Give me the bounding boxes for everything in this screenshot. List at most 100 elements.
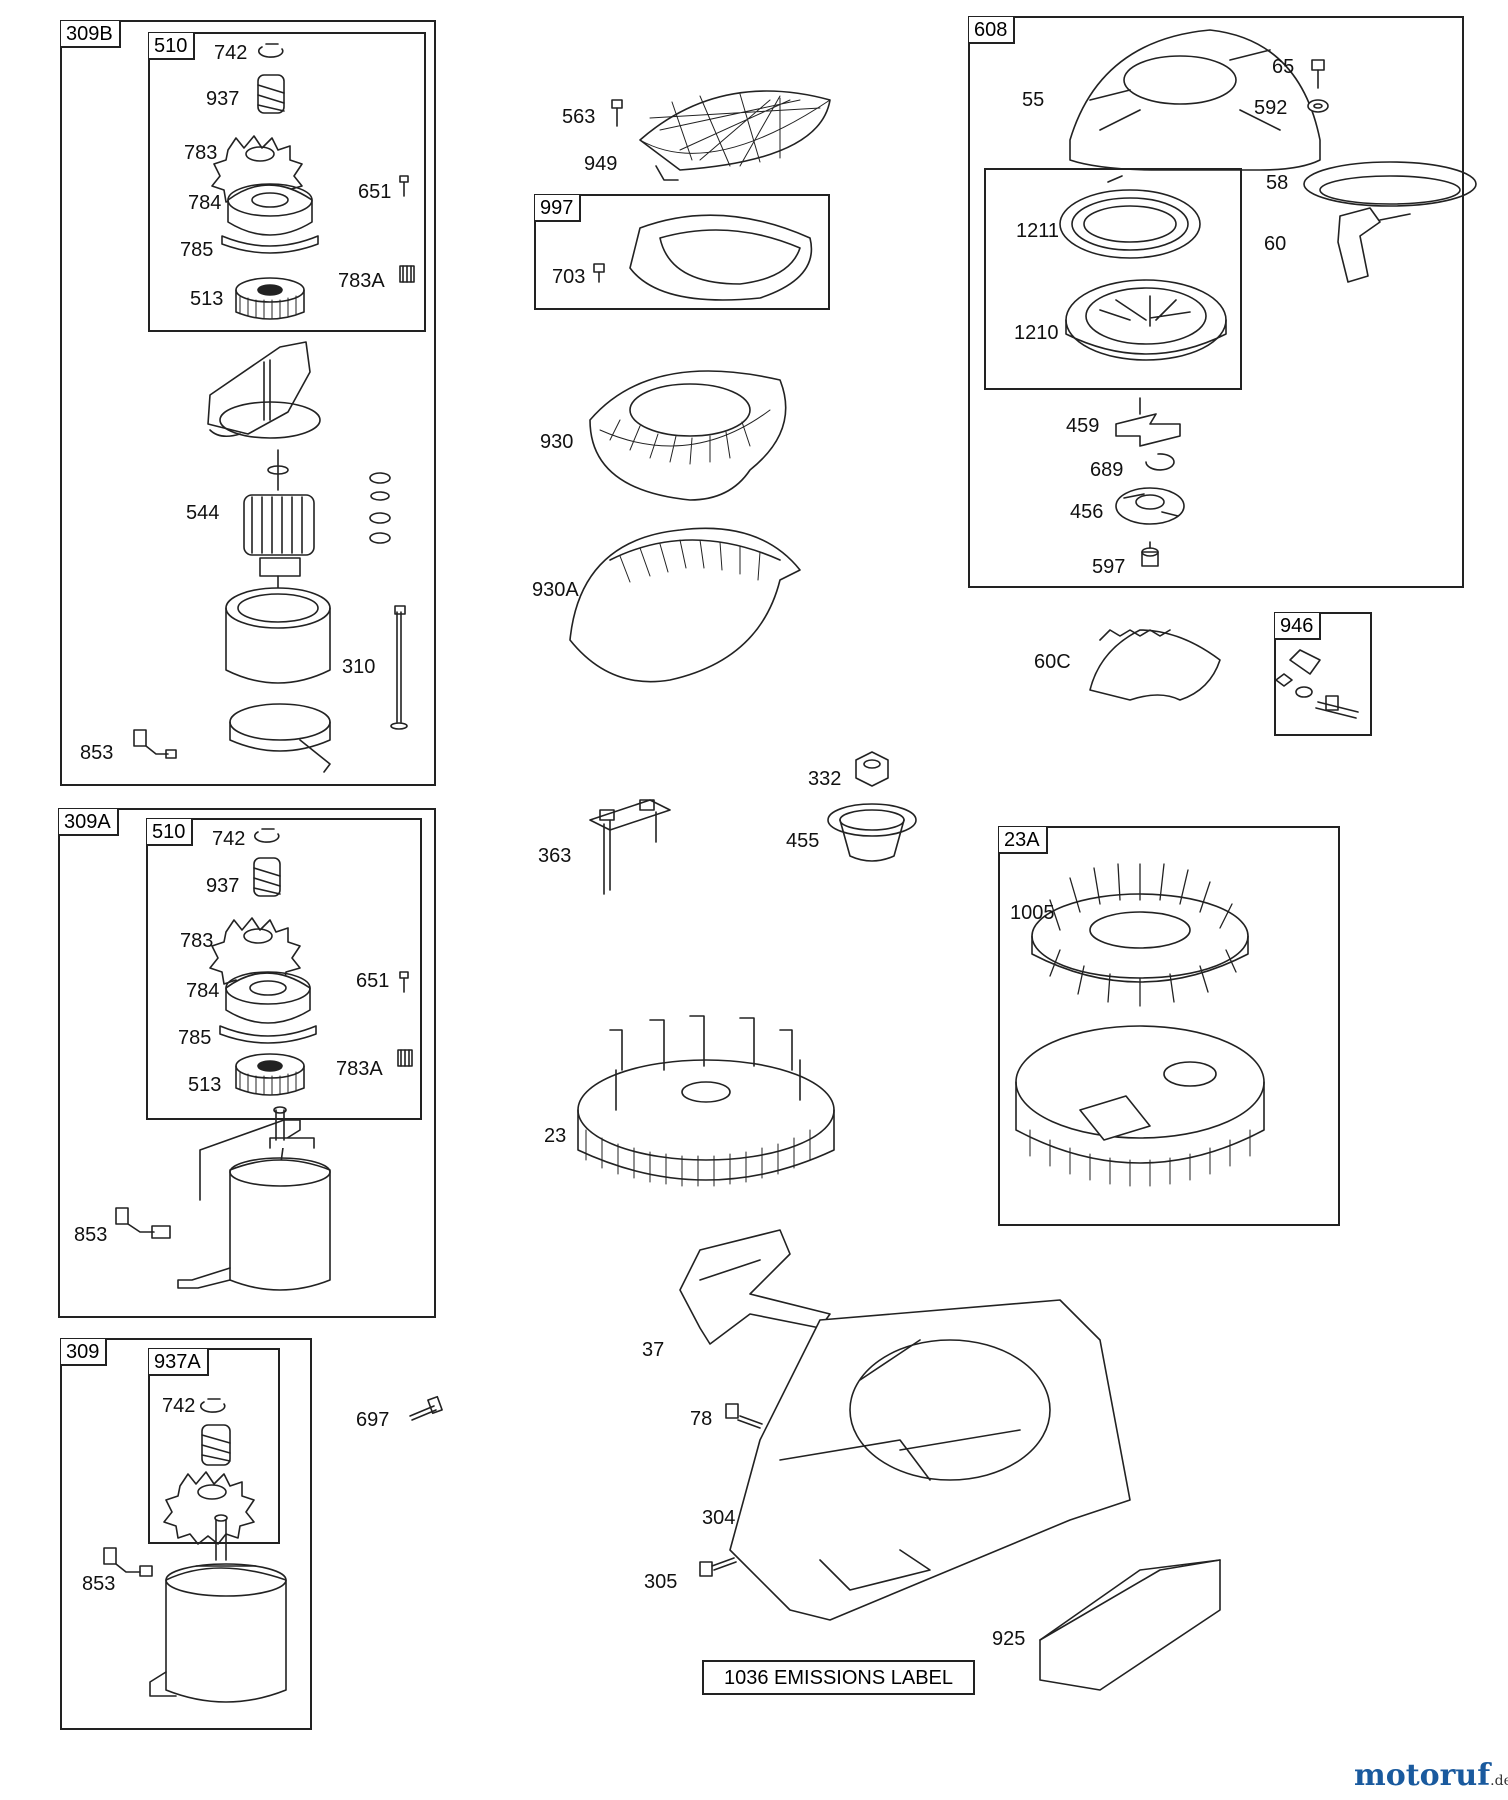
- part-label-304: 304: [702, 1507, 736, 1529]
- part-label-783: 783: [184, 142, 218, 164]
- part-label-55: 55: [1022, 89, 1045, 111]
- connector-853c-icon: [103, 1547, 153, 1577]
- part-label-651: 651: [358, 181, 392, 203]
- part-label-689: 689: [1090, 459, 1124, 481]
- washers-icon: [369, 472, 391, 544]
- part-label-332: 332: [808, 768, 842, 790]
- drive-spring-937b-icon: [253, 857, 281, 897]
- group-510b-label: 510: [147, 819, 194, 846]
- bracket-363-icon: [589, 799, 671, 895]
- spring-clip-742c-icon: [199, 1398, 226, 1413]
- air-guide-930a-icon: [569, 527, 801, 683]
- part-label-60c: 60C: [1034, 651, 1071, 673]
- screen-plate-997-icon: [629, 214, 813, 301]
- screw-651b-icon: [399, 971, 409, 993]
- group-1210-1211-box: [984, 168, 1242, 390]
- part-label-455: 455: [786, 830, 820, 852]
- group-23a-label: 23A: [999, 827, 1048, 854]
- flywheel-23-icon: [577, 1015, 835, 1187]
- part-label-1005: 1005: [1010, 902, 1055, 924]
- brush-783a-icon: [399, 265, 415, 283]
- part-label-363: 363: [538, 845, 572, 867]
- part-label-785: 785: [180, 239, 214, 261]
- part-label-597: 597: [1092, 556, 1126, 578]
- part-label-563: 563: [562, 106, 596, 128]
- part-label-937: 937: [206, 88, 240, 110]
- armature-544-icon: [243, 449, 315, 597]
- screw-305-icon: [699, 1557, 737, 1577]
- part-label-925: 925: [992, 1628, 1026, 1650]
- group-937a-label: 937A: [149, 1349, 209, 1376]
- screw-697-icon: [409, 1395, 443, 1421]
- pawl-459-icon: [1115, 397, 1181, 447]
- group-608-label: 608: [969, 17, 1016, 44]
- gasket-703-icon: [593, 263, 605, 283]
- part-label-697: 697: [356, 1409, 390, 1431]
- emissions-label-box: 1036 EMISSIONS LABEL: [702, 1660, 976, 1695]
- spring-clip-742b-icon: [253, 828, 280, 843]
- part-label-23: 23: [544, 1125, 567, 1147]
- part-label-949: 949: [584, 153, 618, 175]
- starter-drive-784-icon: [221, 183, 319, 254]
- group-510b-box: 510: [146, 818, 422, 1120]
- group-937a-box: 937A: [148, 1348, 280, 1544]
- part-label-1211: 1211: [1016, 220, 1060, 242]
- part-label-784b: 784: [186, 980, 220, 1002]
- retainer-689-icon: [1145, 453, 1175, 471]
- group-309b-box: 309B: [60, 20, 436, 786]
- part-label-651b: 651: [356, 970, 390, 992]
- spring-clip-742-icon: [257, 43, 284, 58]
- part-label-513: 513: [190, 288, 224, 310]
- fan-shroud-930-icon: [589, 370, 787, 501]
- group-608-box: 608: [968, 16, 1464, 588]
- group-510-label: 510: [149, 33, 196, 60]
- part-label-1210: 1210: [1014, 322, 1059, 344]
- screw-651-icon: [399, 175, 409, 197]
- group-997-box: 997: [534, 194, 830, 310]
- blower-housing-304-icon: [729, 1299, 1131, 1621]
- group-946-box: 946: [1274, 612, 1372, 736]
- part-label-930: 930: [540, 431, 574, 453]
- spring-1211-icon: [1059, 175, 1201, 259]
- housing-310-icon: [225, 587, 331, 684]
- flywheel-23a-icon: [1015, 1025, 1265, 1187]
- connector-853b-icon: [115, 1207, 171, 1239]
- fan-1005-icon: [1031, 863, 1249, 1007]
- part-label-703: 703: [552, 266, 586, 288]
- part-label-783ab: 783A: [336, 1058, 383, 1080]
- part-label-853: 853: [80, 742, 114, 764]
- screw-597-icon: [1141, 541, 1159, 567]
- part-label-544: 544: [186, 502, 220, 524]
- handle-60c-icon: [1089, 629, 1221, 701]
- pulley-1210-icon: [1065, 279, 1227, 361]
- part-label-58: 58: [1266, 172, 1289, 194]
- part-label-783a: 783A: [338, 270, 385, 292]
- brush-783ab-icon: [397, 1049, 413, 1067]
- group-510-box: 510: [148, 32, 426, 332]
- part-label-310: 310: [342, 656, 376, 678]
- group-309-label: 309: [61, 1339, 108, 1366]
- brand-tld: .de: [1490, 1773, 1508, 1789]
- starter-drive-784b-icon: [219, 971, 317, 1044]
- group-23a-box: 23A: [998, 826, 1340, 1226]
- bolt-563-icon: [611, 99, 623, 127]
- rope-58-icon: [1303, 161, 1477, 207]
- part-label-937b: 937: [206, 875, 240, 897]
- group-309a-box: 309A: [58, 808, 436, 1318]
- bolt-kit-946-icon: [1275, 649, 1359, 719]
- washer-592-icon: [1307, 99, 1329, 113]
- end-cap-icon: [207, 341, 321, 439]
- group-309-box: 309: [60, 1338, 312, 1730]
- brand-logo[interactable]: motoruf.de: [1354, 1758, 1508, 1793]
- part-label-456: 456: [1070, 501, 1104, 523]
- part-label-742b: 742: [212, 828, 246, 850]
- clutch-513b-icon: [235, 1053, 305, 1096]
- group-946-label: 946: [1275, 613, 1322, 640]
- clutch-513-icon: [235, 277, 305, 320]
- starter-motor-309-icon: [149, 1514, 287, 1703]
- part-label-930a: 930A: [532, 579, 579, 601]
- drive-spring-937a-icon: [201, 1424, 231, 1466]
- part-label-785b: 785: [178, 1027, 212, 1049]
